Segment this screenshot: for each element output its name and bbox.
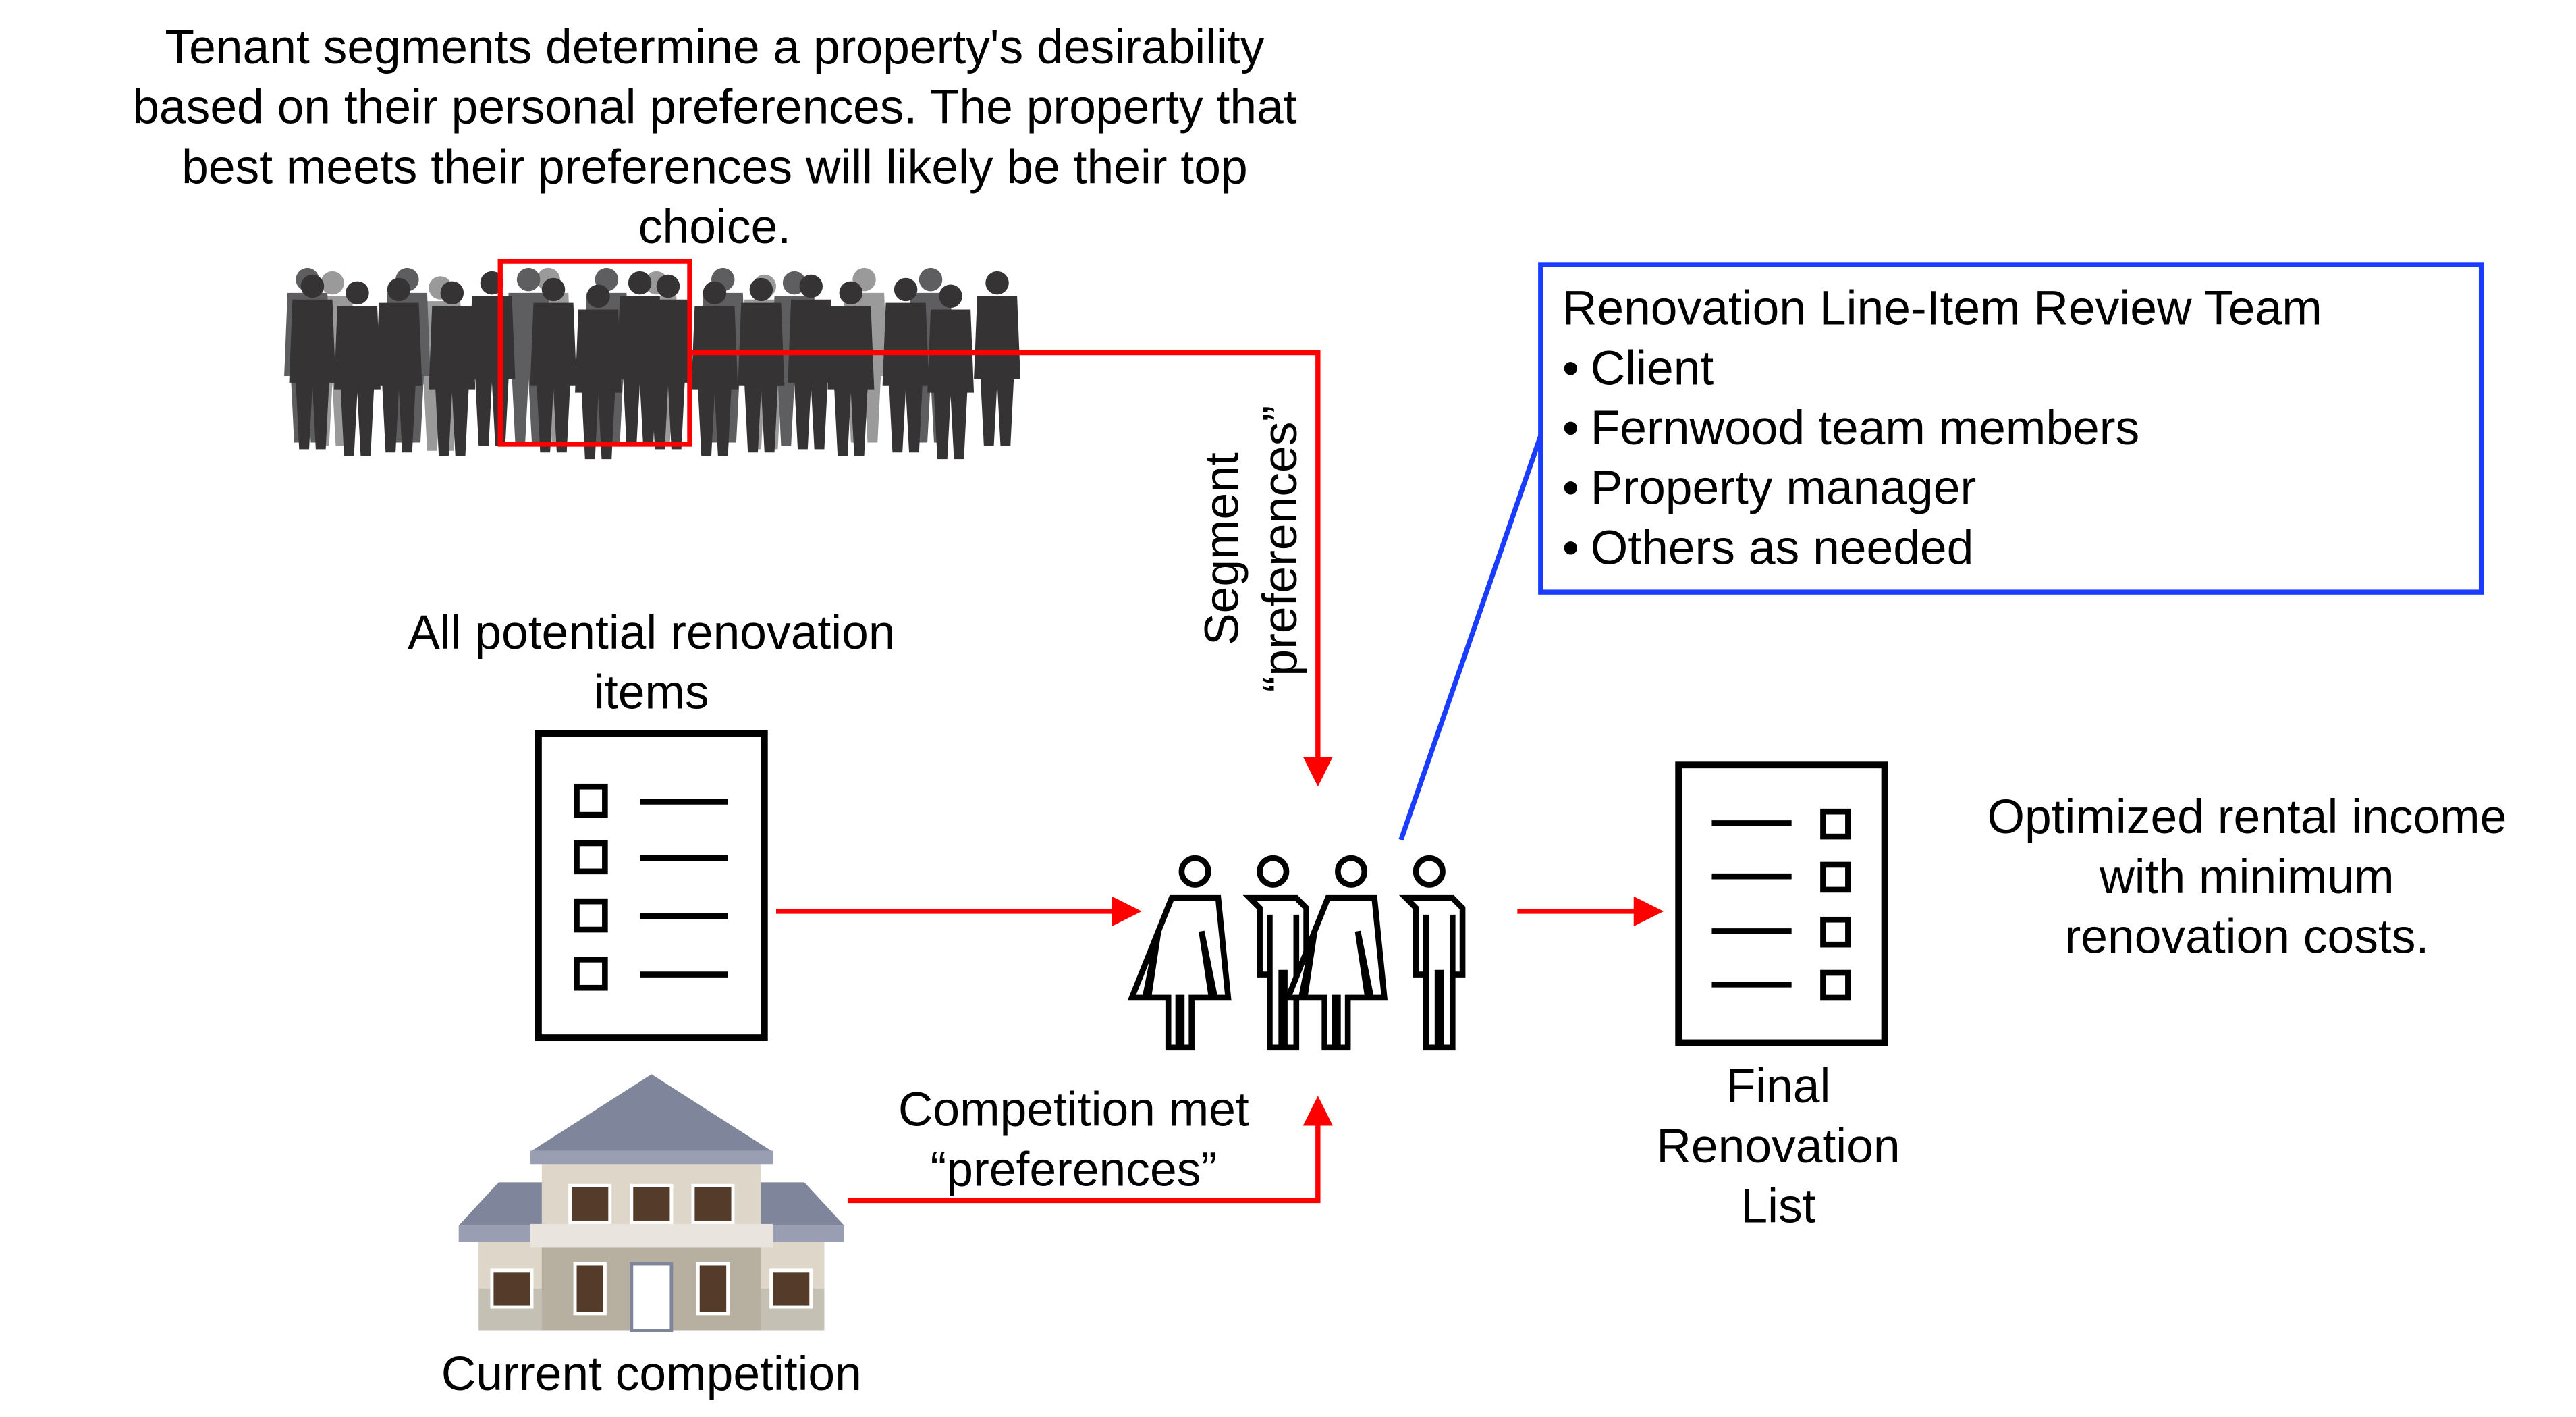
- outcome-label: Optimized rental income with minimum ren…: [1987, 790, 2506, 963]
- all-items-line: All potential renovation: [408, 606, 895, 660]
- segment-preferences-label: Segment “preferences”: [1195, 406, 1307, 693]
- review-team-item: Property manager: [1591, 461, 1977, 515]
- competition-met-label: Competition met “preferences”: [898, 1083, 1249, 1197]
- segment-label-line: Segment: [1195, 452, 1249, 645]
- team-people-icon: [1127, 855, 1466, 1051]
- review-team-item: Client: [1591, 341, 1714, 395]
- current-competition-label: Current competition: [441, 1347, 862, 1401]
- review-team-title: Renovation Line-Item Review Team: [1562, 282, 2322, 336]
- review-team-item: Others as needed: [1591, 520, 1974, 574]
- competition-met-line: “preferences”: [931, 1142, 1217, 1196]
- final-list-label: Final Renovation List: [1656, 1059, 1900, 1233]
- intro-line: based on their personal preferences. The…: [132, 80, 1297, 134]
- bullet-icon: •: [1562, 520, 1579, 574]
- all-items-label: All potential renovation items: [408, 606, 895, 720]
- final-list-line: Renovation: [1656, 1119, 1900, 1173]
- crowd-silhouette-icon: [284, 267, 1021, 460]
- bullet-icon: •: [1562, 461, 1579, 515]
- segment-label-line: “preferences”: [1253, 406, 1307, 693]
- team-connector-line: [1398, 435, 1543, 841]
- house-icon: [458, 1074, 844, 1332]
- outcome-line: Optimized rental income: [1987, 790, 2506, 844]
- outcome-line: renovation costs.: [2065, 909, 2430, 963]
- competition-preferences-arrow: [847, 1096, 1333, 1204]
- intro-line: Tenant segments determine a property's d…: [165, 20, 1264, 74]
- bullet-icon: •: [1562, 341, 1579, 395]
- outcome-line: with minimum: [2099, 850, 2394, 904]
- review-team-box: Renovation Line-Item Review Team • Clien…: [1538, 262, 2484, 595]
- review-team-item: Fernwood team members: [1591, 401, 2140, 455]
- bullet-icon: •: [1562, 401, 1579, 455]
- final-list-line: Final: [1726, 1059, 1831, 1113]
- intro-text: Tenant segments determine a property's d…: [132, 20, 1297, 254]
- competition-met-line: Competition met: [898, 1083, 1249, 1137]
- final-list-icon: [1675, 761, 1888, 1046]
- all-items-line: items: [594, 665, 709, 719]
- checklist-icon: [535, 730, 768, 1042]
- final-list-line: List: [1741, 1179, 1815, 1233]
- segment-highlight-box: [497, 259, 692, 447]
- intro-line: choice.: [638, 200, 791, 254]
- intro-line: best meets their preferences will likely…: [182, 140, 1248, 194]
- segment-preferences-arrow: [691, 350, 1333, 787]
